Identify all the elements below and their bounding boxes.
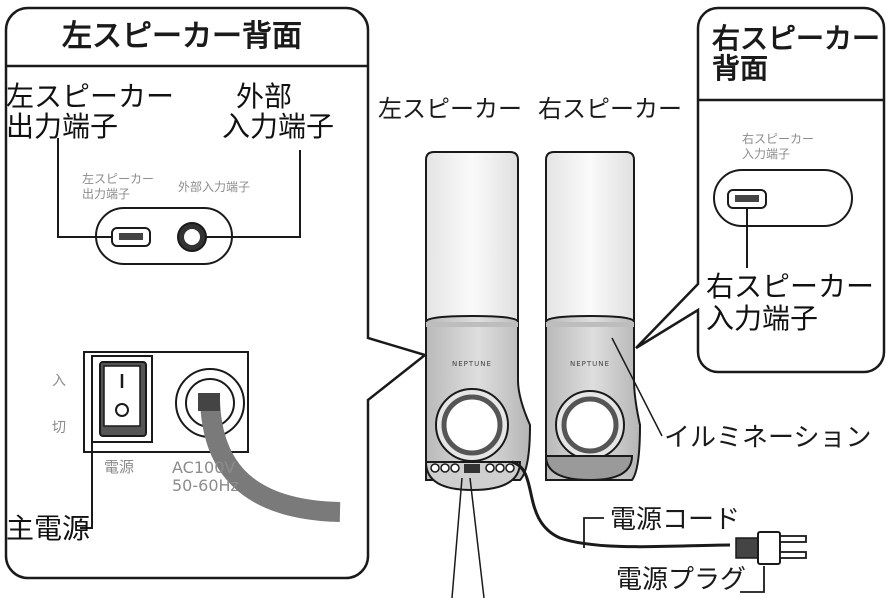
right-panel-title-line2: 背面 — [712, 52, 769, 85]
control-button-3 — [450, 463, 460, 473]
port-small-right-line2: 入力端子 — [742, 147, 791, 161]
right-input-label-line2: 入力端子 — [706, 302, 819, 335]
left-output-label-line2: 出力端子 — [6, 110, 119, 143]
external-input-leader — [206, 150, 301, 238]
main-power-label: 主電源 — [6, 512, 91, 545]
left-illumination-ring — [426, 322, 518, 327]
speaker-power-cord — [511, 460, 731, 549]
port-small-left-line1: 左スピーカー — [82, 172, 155, 186]
control-button-6 — [505, 463, 515, 473]
right-panel-title-line1: 右スピーカー — [712, 22, 881, 55]
port-small-external: 外部入力端子 — [178, 180, 251, 194]
left-speaker-column — [425, 151, 519, 323]
control-button-2 — [440, 463, 450, 473]
main-power-leader — [80, 442, 93, 529]
right-speaker-base — [544, 455, 634, 482]
right-back-panel — [635, 6, 886, 374]
power-cord-label: 電源コード — [610, 505, 741, 535]
bottom-leader-b — [469, 477, 485, 598]
ac-rating-line2: 50-60Hz — [172, 476, 239, 495]
control-button-1 — [430, 463, 440, 473]
left-back-panel — [4, 6, 428, 580]
control-button-5 — [495, 463, 505, 473]
right-speaker-label: 右スピーカー — [538, 95, 682, 123]
port-small-right-line1: 右スピーカー — [742, 132, 815, 146]
mini-usb-port-pins — [119, 233, 143, 240]
right-input-label-line1: 右スピーカー — [706, 270, 875, 303]
illumination-leader — [611, 337, 663, 437]
power-plug-leader — [740, 566, 765, 593]
external-input-label-line2: 入力端子 — [222, 110, 335, 143]
ac-plug-head — [198, 393, 220, 411]
right-speaker-column — [545, 151, 635, 323]
right-woofer-cone — [561, 396, 619, 454]
ac-rating-line1: AC100V — [172, 458, 236, 477]
left-brand-logo: NEPTUNE — [452, 360, 492, 368]
power-plug-label: 電源プラグ — [616, 565, 747, 595]
external-input-jack-hole — [184, 229, 200, 245]
left-output-label-line1: 左スピーカー — [6, 80, 175, 113]
switch-on-label: 入 — [52, 373, 66, 389]
left-speaker-label: 左スピーカー — [378, 95, 522, 123]
left-panel-title: 左スピーカー背面 — [62, 19, 302, 54]
left-output-leader — [57, 138, 112, 238]
right-brand-logo: NEPTUNE — [570, 360, 610, 368]
power-cord-leader — [583, 517, 604, 548]
right-speaker — [544, 151, 642, 482]
right-port-oval — [713, 169, 853, 227]
right-illumination-ring — [546, 322, 634, 327]
illumination-label: イルミネーション — [664, 423, 872, 453]
port-small-left-line2: 出力端子 — [82, 187, 131, 201]
control-button-4 — [485, 463, 495, 473]
left-woofer-cone — [441, 394, 503, 456]
usb-port-icon — [464, 464, 480, 473]
external-input-label-line1: 外部 — [236, 80, 293, 113]
ac-power-cable — [200, 399, 341, 522]
bottom-leader-a — [451, 477, 463, 598]
left-speaker — [424, 151, 532, 598]
power-small-label: 電源 — [104, 458, 135, 476]
switch-off-label: 切 — [52, 420, 66, 436]
right-mini-usb-port-pins — [735, 195, 759, 202]
switch-off-mark — [115, 403, 129, 417]
power-plug-icon — [735, 531, 807, 565]
